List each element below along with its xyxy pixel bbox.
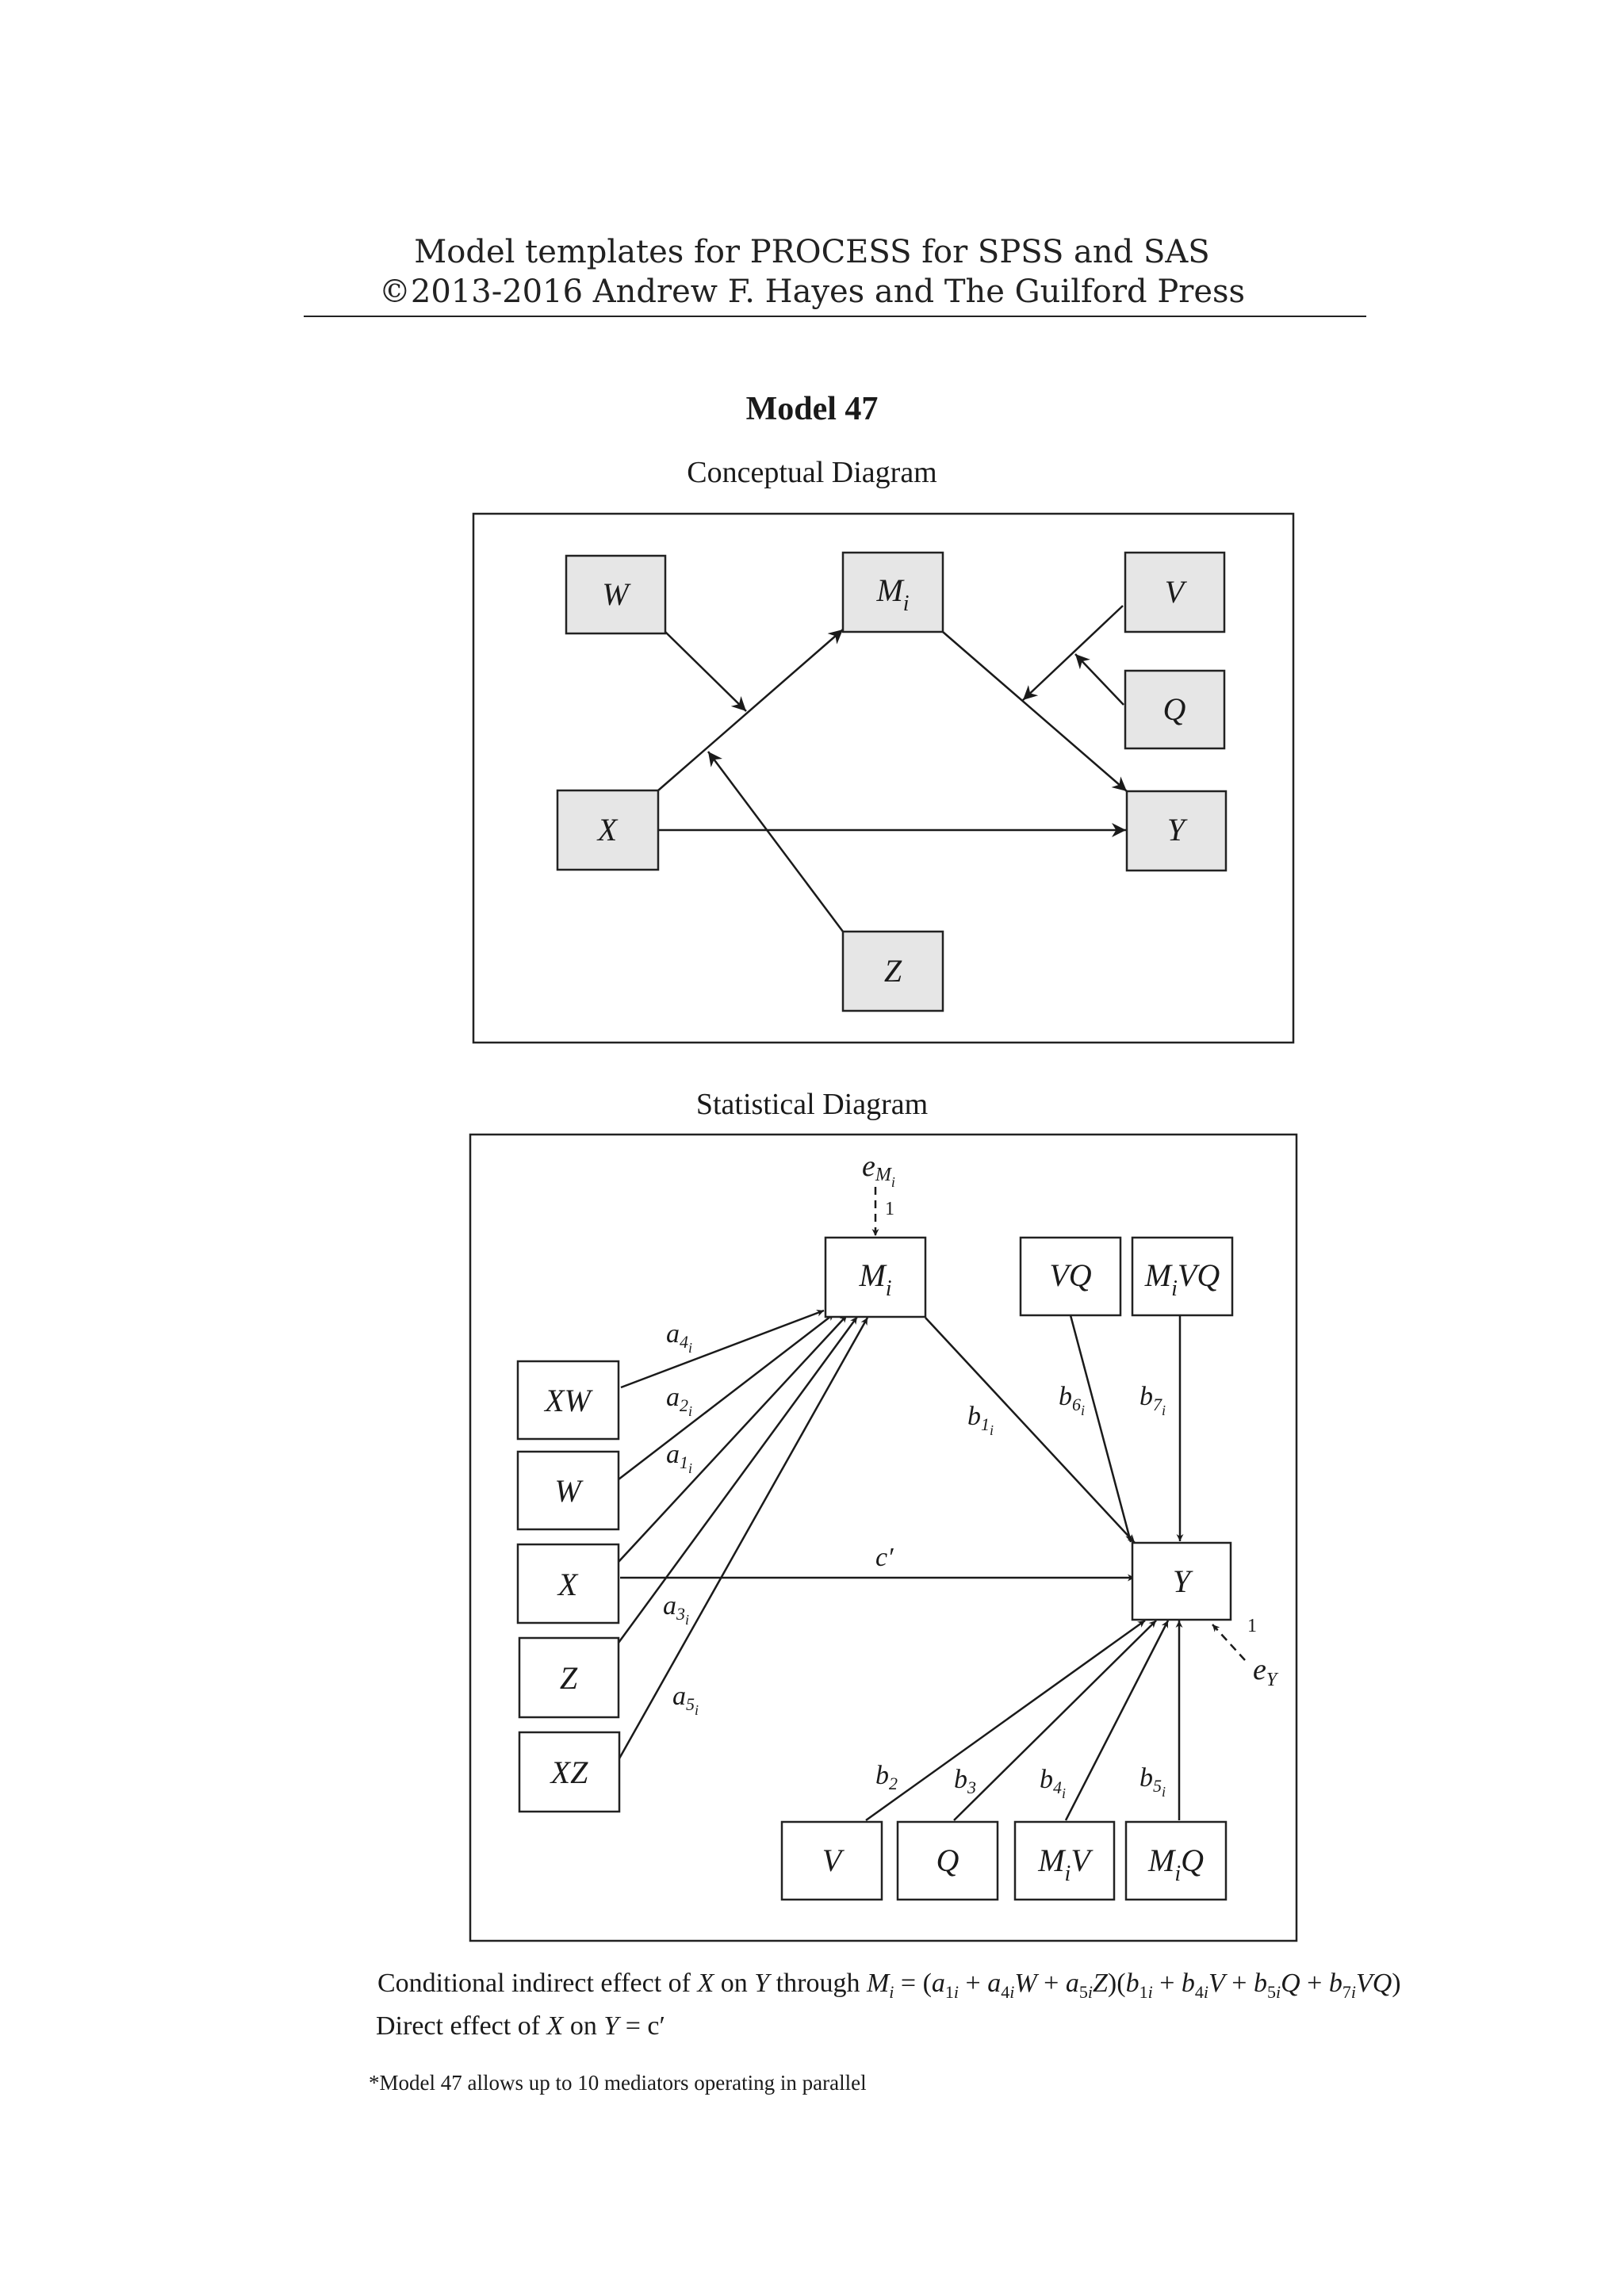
statistical-diagram-title: Statistical Diagram [695,1088,929,1121]
path-b1 [925,1317,1136,1544]
label-b7: b7i [1139,1382,1166,1418]
error-m-label: eMi [862,1150,895,1190]
stat-label-xw: XW [543,1383,593,1418]
arrow-x-to-m [657,629,844,791]
error-y-label: eY [1253,1653,1279,1690]
stat-label-mvq: MiVQ [1144,1257,1220,1301]
conceptual-diagram-title: Conceptual Diagram [687,456,937,489]
error-y-arrow [1212,1624,1246,1661]
stat-node-m [824,1236,927,1318]
stat-node-xw [516,1360,620,1441]
path-b3 [953,1620,1157,1821]
concept-label-z: Z [884,953,902,989]
stat-label-q: Q [936,1843,959,1878]
concept-node-q [1124,669,1226,750]
stat-node-vq [1019,1236,1122,1317]
label-a5: a5i [672,1682,699,1718]
stat-node-xz [518,1731,621,1813]
stat-label-m: Mi [858,1257,891,1301]
path-a4 [620,1309,825,1389]
stat-node-y [1131,1541,1232,1621]
concept-label-v: V [1165,574,1188,610]
concept-label-w: W [602,576,631,612]
stat-node-q [896,1820,999,1901]
stat-node-z [518,1636,620,1719]
error-m-weight: 1 [885,1199,894,1219]
arrow-q-moderation [1074,653,1124,706]
concept-label-y: Y [1167,812,1188,848]
stat-label-mq: MiQ [1147,1843,1204,1886]
path-a2 [618,1313,835,1480]
statistical-frame [469,1133,1298,1942]
header-line-1: Model templates for PROCESS for SPSS and… [414,234,1210,270]
indirect-effect-line: Conditional indirect effect of X on Y th… [377,1969,1401,2002]
header-rule [304,316,1366,317]
arrow-m-to-y [942,631,1128,792]
stat-label-mv: MiV [1037,1843,1094,1886]
arrow-v-moderation [1022,605,1124,701]
label-b5: b5i [1139,1763,1166,1800]
path-b4 [1064,1620,1170,1821]
direct-effect-line: Direct effect of X on Y = c′ [376,2011,665,2041]
concept-node-z [841,930,944,1012]
concept-label-m: Mi [875,572,909,616]
label-b1: b1i [967,1402,994,1438]
stat-label-z: Z [560,1660,578,1696]
stat-label-vq: VQ [1049,1257,1091,1293]
stat-label-y: Y [1173,1563,1193,1599]
conceptual-diagram: W Mi V Q X Y Z [472,512,1295,1044]
stat-label-xz: XZ [550,1755,588,1790]
path-a1 [618,1314,848,1563]
concept-node-m [841,551,944,633]
stat-node-mv [1013,1820,1116,1901]
label-a4: a4i [666,1319,692,1356]
label-c-prime: c′ [875,1543,894,1572]
concept-label-q: Q [1163,691,1186,727]
header-line-2: ©2013-2016 Andrew F. Hayes and The Guilf… [378,274,1246,310]
label-a2: a2i [666,1383,692,1419]
stat-node-v [780,1820,883,1901]
label-a1: a1i [666,1440,692,1476]
stat-node-x [516,1543,620,1624]
label-b6: b6i [1059,1382,1085,1418]
concept-label-x: X [596,812,619,848]
label-b3: b3 [954,1765,976,1797]
conceptual-frame [472,512,1295,1044]
path-b6 [1069,1314,1133,1543]
stat-node-mq [1124,1820,1228,1901]
label-b4: b4i [1040,1765,1066,1801]
stat-node-mvq [1131,1236,1234,1317]
arrow-z-moderation [707,751,845,932]
model-title: Model 47 [745,391,879,427]
concept-node-y [1125,790,1228,872]
stat-node-w [516,1450,620,1531]
label-b2: b2 [875,1761,898,1793]
path-a5 [618,1317,869,1759]
footnote: *Model 47 allows up to 10 mediators oper… [369,2071,867,2095]
concept-node-w [565,554,667,635]
stat-label-w: W [554,1473,584,1509]
path-a3 [617,1316,859,1644]
label-a3: a3i [663,1591,689,1628]
concept-node-v [1124,551,1226,633]
arrow-w-moderation [665,631,747,712]
stat-label-v: V [822,1843,845,1878]
statistical-diagram: Mi VQ MiVQ XW W X Z XZ Y V Q MiV MiQ eMi… [469,1133,1298,1942]
error-y-weight: 1 [1247,1616,1257,1636]
path-b2 [865,1619,1146,1822]
concept-node-x [556,789,660,871]
stat-label-x: X [557,1567,579,1602]
